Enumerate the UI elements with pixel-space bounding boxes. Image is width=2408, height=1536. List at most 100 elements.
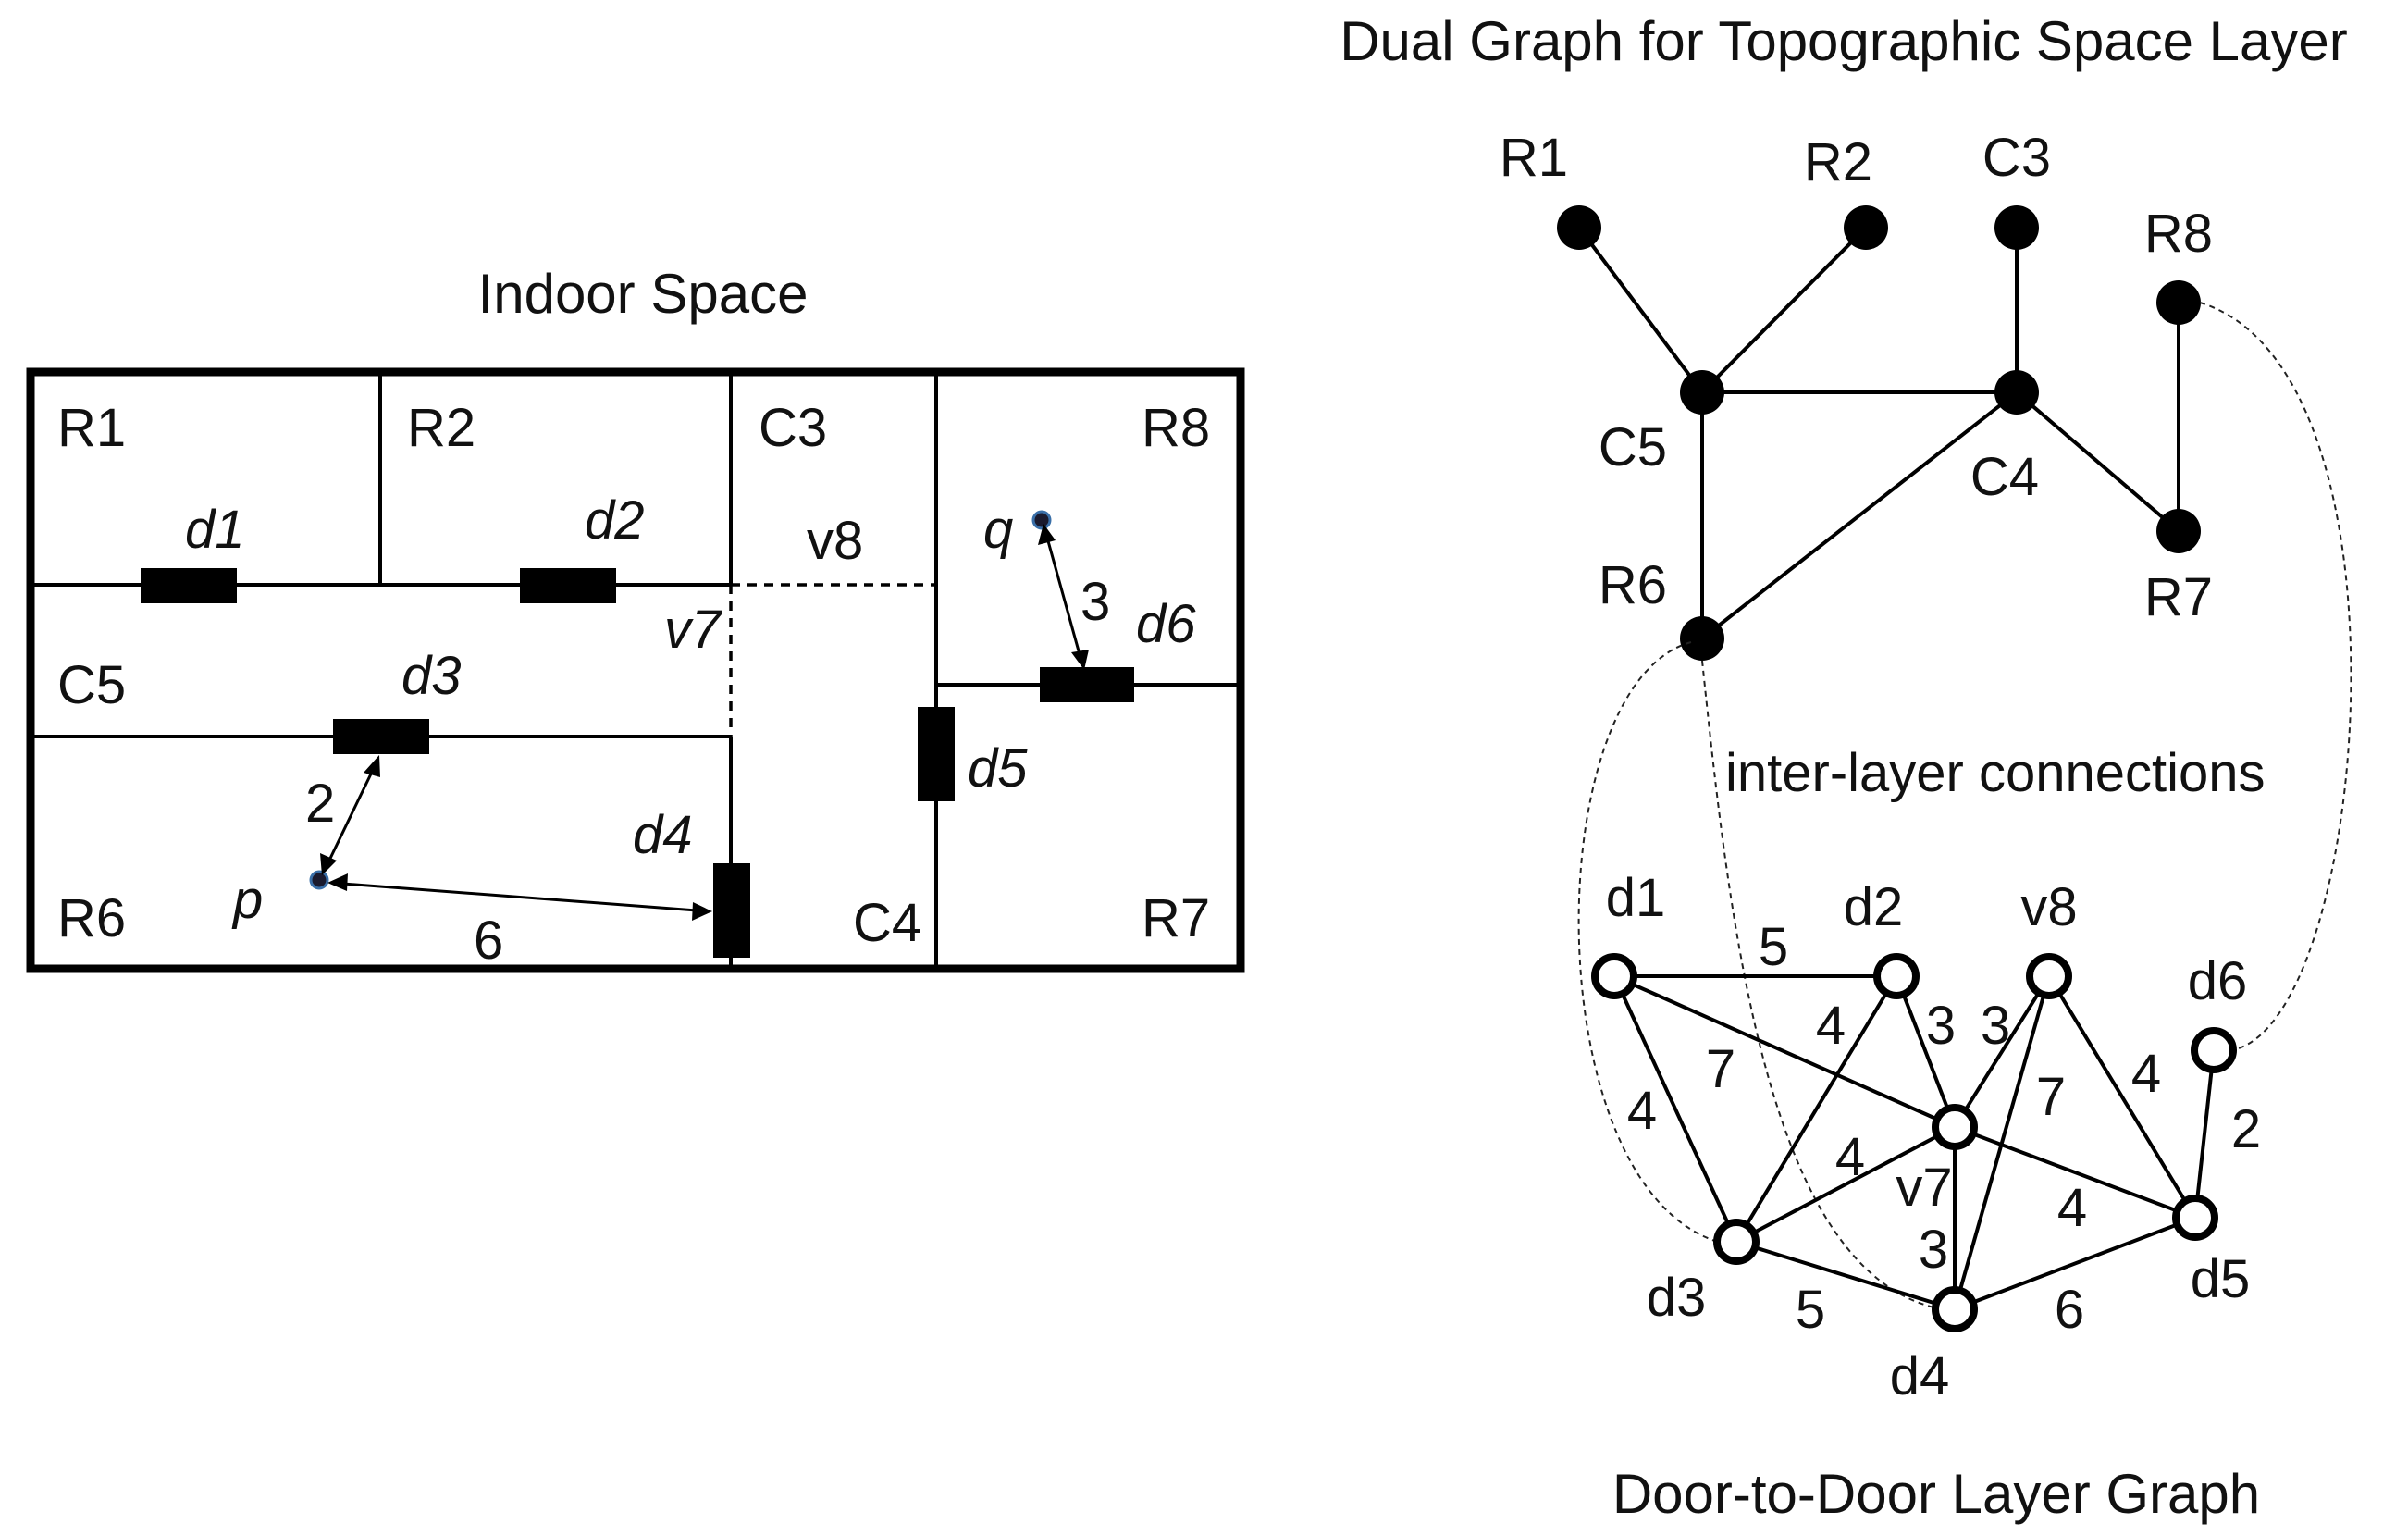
door-label-node-d3: d3 xyxy=(1647,1268,1707,1328)
weight-d3-v7: 4 xyxy=(1835,1127,1865,1187)
door-label-d1: d1 xyxy=(185,500,245,560)
building-outline xyxy=(26,367,1245,973)
weight-v8-d4: 7 xyxy=(2036,1067,2066,1127)
dual-node-c3 xyxy=(1994,205,2039,250)
door-label-node-d4: d4 xyxy=(1890,1346,1950,1406)
inter-layer-r8-d6 xyxy=(2199,302,2352,1051)
door-node-d3 xyxy=(1713,1219,1760,1265)
dual-graph-title: Dual Graph for Topographic Space Layer xyxy=(1340,10,2348,72)
door-edge-v8-d4 xyxy=(1953,975,2051,1310)
dual-label-r6: R6 xyxy=(1599,555,1667,615)
inter-layer-label: inter-layer connections xyxy=(1725,743,2266,803)
weight-d1-d3: 4 xyxy=(1627,1081,1657,1141)
door-edge-d3-d4 xyxy=(1735,1240,1956,1311)
dual-edge-c4-r7 xyxy=(2015,390,2180,533)
door-node-v7 xyxy=(1932,1104,1978,1150)
door-label-node-d6: d6 xyxy=(2188,951,2248,1011)
door-label-node-d2: d2 xyxy=(1844,877,1904,937)
door-edge-d1-d3 xyxy=(1612,975,1738,1243)
indoor-space: Indoor Space R1 R2 C3 R8 C5 R6 C4 R7 d1 … xyxy=(26,263,1245,973)
weight-d4-d5: 6 xyxy=(2055,1280,2084,1340)
point-label-q: q xyxy=(983,500,1013,560)
weight-d3-d4: 5 xyxy=(1796,1280,1825,1340)
door-d2 xyxy=(520,568,616,603)
room-label-r6: R6 xyxy=(57,888,126,948)
weight-v8-v7: 3 xyxy=(1981,996,2010,1056)
weight-v7-d5: 4 xyxy=(2057,1178,2087,1238)
distance-arrow-q-d6 xyxy=(1038,524,1089,670)
point-label-p: p xyxy=(231,870,263,930)
door-d1 xyxy=(141,568,237,603)
point-q xyxy=(1031,510,1052,530)
dual-label-c3: C3 xyxy=(1982,128,2051,188)
door-edge-d2-v7 xyxy=(1895,975,1957,1128)
dual-label-r1: R1 xyxy=(1500,128,1568,188)
room-label-r8: R8 xyxy=(1142,398,1210,458)
inter-layer-r6-d3 xyxy=(1577,641,1729,1245)
dual-node-c4 xyxy=(1994,370,2039,415)
weight-v7-d4: 3 xyxy=(1919,1220,1948,1280)
distance-arrow-p-d4 xyxy=(327,873,712,921)
dual-edge-r1-c5 xyxy=(1577,226,1704,394)
door-node-d2 xyxy=(1873,953,1920,999)
door-edge-d4-d5 xyxy=(1954,1216,2196,1311)
door-label-d4: d4 xyxy=(633,805,693,865)
room-label-r7: R7 xyxy=(1142,888,1210,948)
dual-edge-r6-c4 xyxy=(1700,390,2019,640)
room-label-r1: R1 xyxy=(57,398,126,458)
door-node-v8 xyxy=(2026,953,2072,999)
dual-node-r1 xyxy=(1557,205,1601,250)
indoor-space-title: Indoor Space xyxy=(478,263,809,325)
door-d3 xyxy=(333,719,429,754)
dual-label-r7: R7 xyxy=(2144,567,2213,627)
door-d5 xyxy=(918,707,955,801)
door-label-node-v7: v7 xyxy=(1896,1158,1952,1218)
weight-d1-d2: 5 xyxy=(1759,917,1788,977)
door-label-d5: d5 xyxy=(968,738,1028,799)
door-label-node-v8: v8 xyxy=(2020,877,2077,937)
door-edge-v7-d5 xyxy=(1954,1125,2196,1220)
door-edge-d2-d3 xyxy=(1735,974,1898,1244)
point-p xyxy=(309,870,329,890)
inter-layer-connections: inter-layer connections xyxy=(1577,302,2352,1310)
weight-v8-d5: 4 xyxy=(2131,1044,2161,1104)
dual-graph: Dual Graph for Topographic Space Layer R… xyxy=(1340,10,2348,661)
door-label-d6: d6 xyxy=(1136,594,1196,654)
door-edge-v8-d5 xyxy=(2047,974,2197,1220)
weight-d2-d3: 4 xyxy=(1816,996,1846,1056)
room-label-r2: R2 xyxy=(407,398,475,458)
door-edge-v8-v7 xyxy=(1953,974,2051,1129)
door-edge-d3-v7 xyxy=(1735,1125,1956,1244)
door-d4 xyxy=(713,863,750,958)
dual-node-r8 xyxy=(2156,280,2201,325)
virtual-door-label-v8: v8 xyxy=(807,511,863,571)
door-label-d2: d2 xyxy=(585,490,645,551)
door-node-d5 xyxy=(2172,1195,2218,1241)
door-graph: Door-to-Door Layer Graph 5 7 4 4 3 3 7 4… xyxy=(1591,868,2261,1525)
dual-node-r7 xyxy=(2156,509,2201,553)
door-edge-d6-d5 xyxy=(2193,1049,2216,1219)
weight-d1-v7: 7 xyxy=(1706,1039,1735,1099)
door-label-node-d1: d1 xyxy=(1606,868,1666,928)
room-label-c4: C4 xyxy=(853,893,921,953)
door-node-d4 xyxy=(1932,1286,1978,1332)
distance-label-p-d4: 6 xyxy=(474,910,503,971)
room-label-c5: C5 xyxy=(57,655,126,715)
door-label-d3: d3 xyxy=(401,646,462,706)
virtual-door-label-v7: v7 xyxy=(664,600,723,660)
dual-label-c5: C5 xyxy=(1599,417,1667,477)
door-label-node-d5: d5 xyxy=(2191,1249,2251,1309)
dual-edge-r2-c5 xyxy=(1700,226,1868,394)
distance-label-q-d6: 3 xyxy=(1081,572,1110,632)
door-edge-d1-v7 xyxy=(1613,974,1956,1129)
door-graph-title: Door-to-Door Layer Graph xyxy=(1612,1463,2260,1525)
distance-label-p-d3: 2 xyxy=(305,774,335,834)
door-d6 xyxy=(1040,667,1134,702)
dual-node-r2 xyxy=(1844,205,1888,250)
dual-label-r2: R2 xyxy=(1804,132,1872,192)
door-node-d1 xyxy=(1591,953,1637,999)
door-node-d6 xyxy=(2191,1027,2237,1073)
distance-arrow-p-d3 xyxy=(320,755,380,875)
weight-d6-d5: 2 xyxy=(2231,1099,2261,1159)
